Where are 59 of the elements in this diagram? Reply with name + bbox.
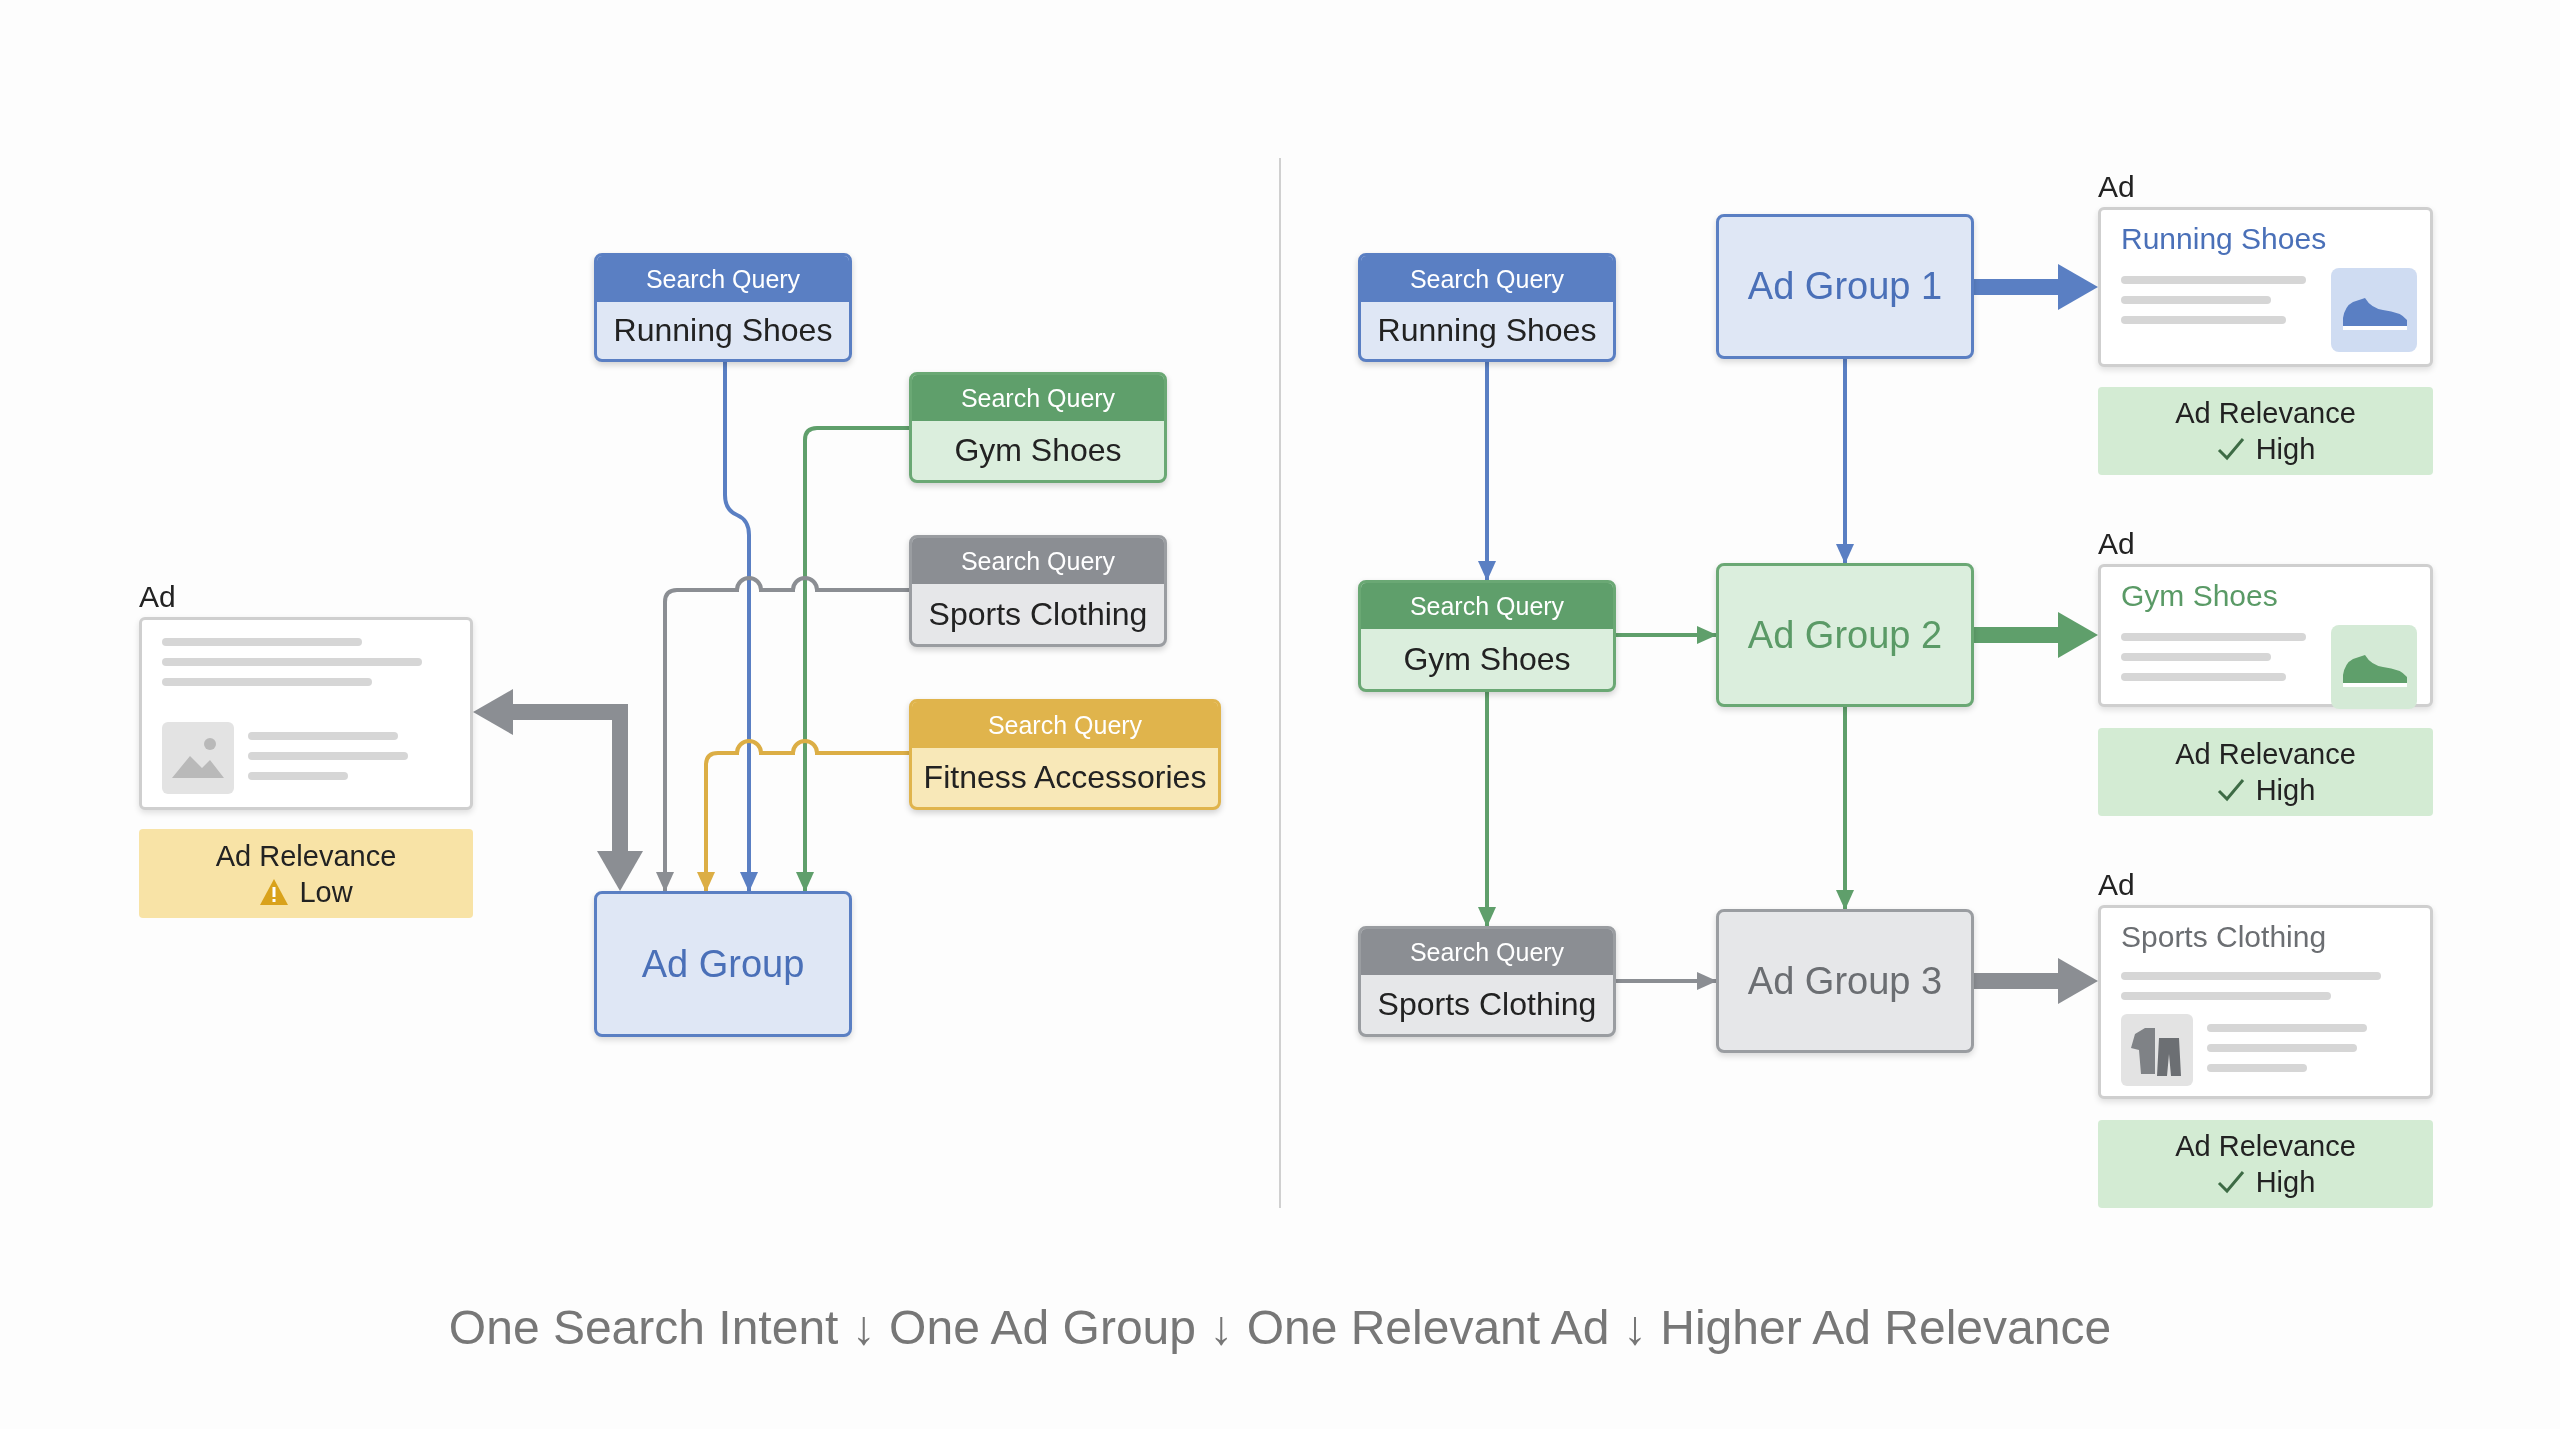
relevance-label: Ad Relevance	[2175, 1129, 2356, 1164]
arrow	[1974, 264, 2098, 310]
arrow	[1478, 362, 1496, 581]
query-text: Running Shoes	[1376, 311, 1598, 350]
arrow	[1836, 707, 1854, 910]
ad-title: Sports Clothing	[2121, 920, 2327, 954]
ad-title: Gym Shoes	[2121, 579, 2278, 613]
relevance-value: Low	[299, 874, 353, 910]
query-header: Search Query	[912, 538, 1164, 584]
arrow	[1836, 359, 1854, 564]
relevance-label: Ad Relevance	[215, 838, 397, 874]
ad-heading: Ad	[139, 580, 176, 614]
arrow	[1616, 972, 1717, 990]
query-text: Gym Shoes	[953, 431, 1123, 470]
relevance-panel	[139, 829, 473, 918]
query-card	[909, 535, 1167, 647]
ad-heading: Ad	[2098, 527, 2135, 561]
query-header: Search Query	[1361, 929, 1613, 975]
ad-group-box: Ad Group 1	[1716, 214, 1974, 359]
arrow	[1974, 612, 2098, 658]
ad-title: Running Shoes	[2121, 222, 2327, 256]
query-card	[1358, 926, 1616, 1037]
ad-heading: Ad	[2098, 170, 2135, 204]
query-header: Search Query	[912, 702, 1218, 748]
arrow	[796, 426, 909, 892]
relevance-label: Ad Relevance	[2175, 737, 2356, 772]
relevance-value: High	[2255, 773, 2316, 808]
relevance-panel	[2098, 1120, 2433, 1208]
query-text: Running Shoes	[612, 311, 834, 350]
query-card	[909, 699, 1221, 810]
arrow	[697, 739, 909, 892]
query-card	[594, 253, 852, 362]
arrow	[1974, 958, 2098, 1004]
query-text: Gym Shoes	[1402, 639, 1572, 679]
relevance-panel	[2098, 387, 2433, 475]
query-text: Fitness Accessories	[922, 758, 1208, 797]
ad-group-box: Ad Group 3	[1716, 909, 1974, 1053]
query-header: Search Query	[912, 375, 1164, 421]
query-card	[1358, 580, 1616, 692]
query-header: Search Query	[1361, 583, 1613, 629]
query-text: Sports Clothing	[927, 594, 1149, 634]
relevance-value: High	[2255, 1165, 2316, 1200]
query-text: Sports Clothing	[1376, 985, 1598, 1024]
ad-heading: Ad	[2098, 868, 2135, 902]
caption: One Search Intent ↓ One Ad Group ↓ One Relevant Ad ↓ Higher Ad Relevance	[447, 1300, 2113, 1355]
arrow	[1616, 626, 1717, 644]
arrow	[473, 689, 643, 891]
arrow	[723, 362, 758, 892]
query-card	[909, 372, 1167, 483]
relevance-value: High	[2255, 432, 2316, 467]
query-card	[1358, 253, 1616, 362]
ad-group-box: Ad Group 2	[1716, 563, 1974, 707]
query-header: Search Query	[1361, 256, 1613, 302]
arrow	[656, 576, 909, 892]
arrow	[1478, 692, 1496, 927]
relevance-panel	[2098, 728, 2433, 816]
relevance-label: Ad Relevance	[2175, 396, 2356, 431]
query-header: Search Query	[597, 256, 849, 302]
ad-group-box: Ad Group	[594, 891, 852, 1037]
